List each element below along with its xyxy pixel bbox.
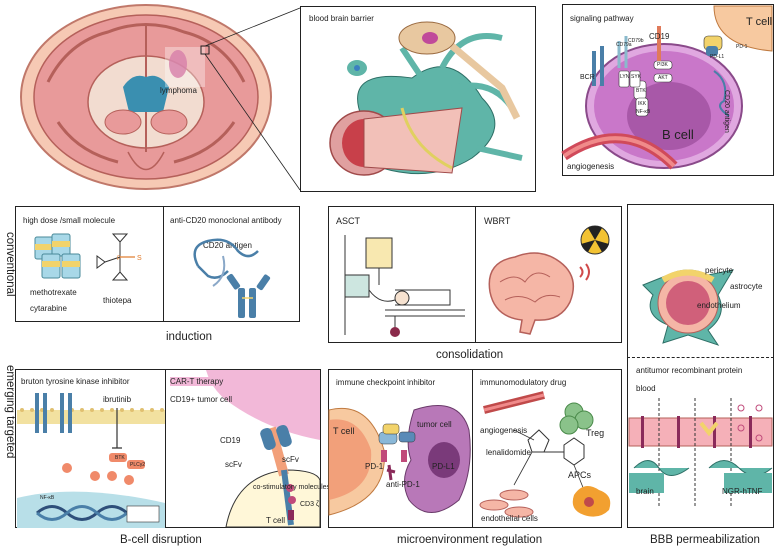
costim-label: co-stimulatory molecules: [253, 484, 331, 491]
thiotepa-structure-icon: S P: [96, 233, 142, 281]
microenvironment-caption: microenvironment regulation: [397, 534, 543, 546]
cd19-tumor-label: CD19+ tumor cell: [170, 395, 233, 404]
ngr-htnf-label: NGR-hTNF: [722, 487, 763, 496]
pd1-label: PD-1: [736, 44, 748, 50]
cd3z-label: CD3 ζ: [300, 501, 320, 508]
brain-label: brain: [636, 487, 654, 496]
scfv-label-2: scFv: [282, 455, 299, 464]
pd1-label: PD-1: [365, 462, 384, 471]
consolidation-divider: [475, 206, 477, 343]
cart-title: CAR-T therapy: [170, 377, 224, 386]
thiotepa-label: thiotepa: [103, 296, 132, 305]
drug-vials-icon: [34, 233, 81, 279]
cart-tcell-label: T cell: [266, 516, 285, 525]
scfv-label-1: scFv: [225, 460, 242, 469]
asct-illustration: [344, 235, 465, 337]
btk-small-label: BTK: [115, 455, 125, 461]
bbb-panel-dashed-divider: [627, 357, 774, 358]
tumor-cell-label: tumor cell: [417, 420, 452, 429]
methotrexate-label: methotrexate: [30, 288, 77, 297]
consolidation-caption: consolidation: [436, 349, 504, 361]
bcell-label: B cell: [662, 127, 694, 142]
lenalidomide-label: lenalidomide: [486, 448, 531, 457]
ngr-htnf-barrier-illustration: [628, 398, 773, 508]
cd79a-label: CD79a: [616, 42, 632, 48]
checkpoint-title: immune checkpoint inhibitor: [336, 378, 436, 387]
bbb-permeabilization-caption: BBB permeabilization: [650, 534, 760, 546]
cd20-antibody-icon: [193, 238, 271, 318]
brain-coronal-section: [20, 4, 272, 190]
lymphoma-label: lymphoma: [160, 86, 197, 95]
svg-text:P: P: [117, 256, 121, 262]
lyn-label: LYN: [620, 74, 630, 80]
blood-label: blood: [636, 384, 656, 393]
nfkb-small-label: NF-κB: [40, 495, 55, 501]
bcell-signaling-illustration: [561, 5, 773, 170]
checkpoint-illustration: [328, 405, 471, 516]
cytarabine-label: cytarabine: [30, 304, 67, 313]
checkpoint-tcell-label: T cell: [333, 426, 355, 436]
pdl1-label: PD-L1: [710, 54, 725, 60]
zoom-connector-lines: [204, 7, 301, 191]
bbb-illustration: [329, 21, 523, 176]
anti-pd1-label: anti-PD-1: [386, 480, 420, 489]
btk-label: BTK: [636, 88, 646, 94]
antitumor-title: antitumor recombinant protein: [636, 366, 743, 375]
bcell-disruption-caption: B-cell disruption: [120, 534, 202, 546]
nfkb-label: NF-κB: [636, 109, 651, 115]
angiogenesis-micro-label: angiogenesis: [480, 426, 528, 435]
cd19-label: CD19: [649, 32, 670, 41]
endothelial-label: endothelial cells: [481, 514, 538, 523]
btk-pathway-illustration: [17, 393, 165, 528]
treg-label: Treg: [586, 428, 605, 438]
akt-label: AKT: [658, 75, 668, 81]
svg-text:S: S: [137, 255, 142, 262]
plcg2-label: PLCγ2: [130, 462, 146, 468]
angiogenesis-label: angiogenesis: [567, 162, 615, 171]
cd20-antigen-label: CD20 antigen: [203, 241, 252, 250]
bbb-title: blood brain barrier: [309, 14, 374, 23]
asct-label: ASCT: [336, 216, 361, 226]
syk-label: SYK: [631, 74, 642, 80]
induction-divider: [163, 206, 165, 322]
ikk-label: IKK: [638, 101, 647, 107]
cart-cd19-label: CD19: [220, 436, 241, 445]
wbrt-brain-icon: [488, 225, 610, 335]
pericyte-astrocyte-illustration: [642, 269, 735, 346]
astrocyte-label: astrocyte: [730, 282, 763, 291]
wbrt-label: WBRT: [484, 216, 511, 226]
cd20-mab-title: anti-CD20 monoclonal antibody: [170, 216, 282, 225]
btk-inhibitor-title: bruton tyrosine kinase inhibitor: [21, 377, 130, 386]
signaling-title: signaling pathway: [570, 14, 634, 23]
cd79b-label: CD79b: [628, 38, 644, 44]
apcs-label: APCs: [568, 470, 592, 480]
pdl1-label: PD-L1: [432, 462, 455, 471]
immunomodulatory-illustration: [479, 391, 611, 518]
ibrutinib-label: ibrutinib: [103, 395, 132, 404]
tcell-label: T cell: [746, 16, 773, 28]
immuno-title: immunomodulatory drug: [480, 378, 567, 387]
cd20-antigen-top-label: CD20 antigen: [723, 90, 730, 133]
cart-background: [206, 370, 321, 528]
induction-caption: induction: [166, 331, 213, 343]
pi3k-label: PI3K: [657, 62, 668, 68]
endothelium-label: endothelium: [697, 301, 741, 310]
high-dose-title: high dose /small molecule: [23, 216, 116, 225]
bcr-label: BCR: [580, 74, 595, 81]
bcell-divider: [165, 369, 167, 528]
micro-divider: [472, 369, 474, 528]
pericyte-label: pericyte: [705, 266, 734, 275]
